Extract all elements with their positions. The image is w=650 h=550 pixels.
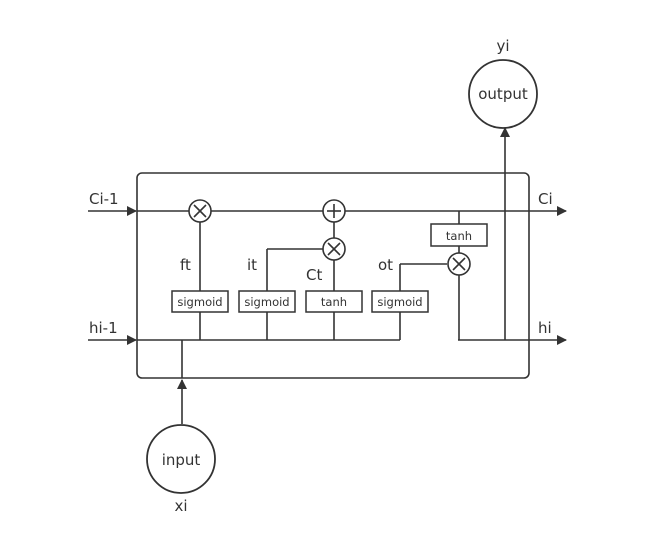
candidate-tanh-label: tanh [321, 295, 347, 309]
cell-output-tanh-box [430, 223, 488, 247]
label-h-prev: hi-1 [89, 319, 118, 337]
output-gate-sigmoid-label: sigmoid [377, 295, 422, 309]
output-gate-sigmoid-box [371, 290, 429, 313]
input-multiply-op [322, 237, 346, 261]
label-yi: yi [496, 37, 509, 55]
label-it: it [247, 256, 257, 274]
label-xi: xi [174, 497, 187, 515]
input-gate-sigmoid-box [238, 290, 296, 313]
label-h-next: hi [538, 319, 552, 337]
output-node-label: output [478, 85, 528, 103]
label-ot: ot [378, 256, 393, 274]
forget-multiply-op [188, 199, 212, 223]
cell-output-tanh-label: tanh [446, 229, 472, 243]
cell-add-op [322, 199, 346, 223]
label-c-prev: Ci-1 [89, 190, 119, 208]
forget-gate-sigmoid-box [171, 290, 229, 313]
input-node-label: input [162, 451, 201, 469]
forget-gate-sigmoid-label: sigmoid [177, 295, 222, 309]
label-ft: ft [180, 256, 191, 274]
candidate-tanh-box [305, 290, 363, 313]
output-node [468, 59, 538, 129]
input-node [146, 424, 216, 494]
label-ct: Ct [306, 266, 322, 284]
input-gate-sigmoid-label: sigmoid [244, 295, 289, 309]
label-c-next: Ci [538, 190, 553, 208]
output-multiply-op [447, 252, 471, 276]
lstm-cell-box [136, 172, 530, 379]
